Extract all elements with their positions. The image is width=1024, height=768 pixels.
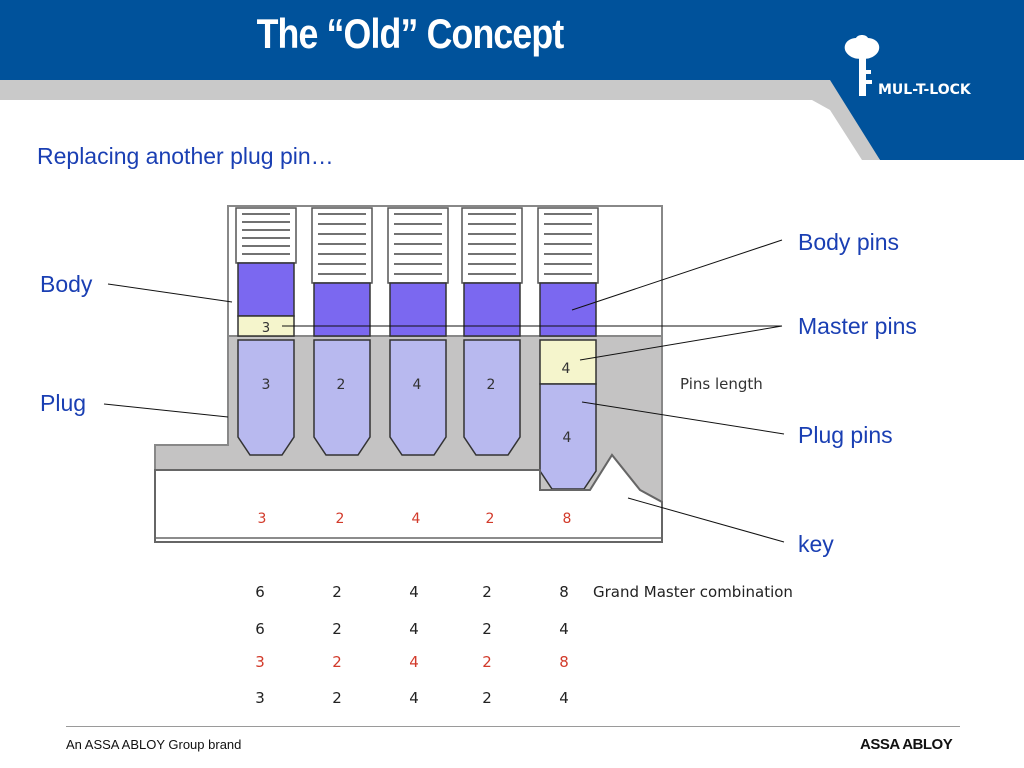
- master-pins-label: Master pins: [798, 313, 917, 339]
- subtitle: Replacing another plug pin…: [37, 143, 334, 169]
- combination-value: 8: [559, 653, 569, 671]
- combination-value: 4: [409, 583, 419, 601]
- body-label: Body: [40, 271, 93, 297]
- spring-chambers: [235, 207, 599, 284]
- body-pins-label: Body pins: [798, 229, 900, 255]
- combination-value: 6: [255, 583, 265, 601]
- master-pin-label: 3: [262, 321, 270, 336]
- combination-value: 2: [482, 653, 492, 671]
- page-title: The “Old” Concept: [256, 10, 565, 57]
- combination-value: 4: [559, 620, 569, 638]
- key-cut-label: 2: [486, 511, 495, 527]
- key-cut-label: 4: [412, 511, 421, 527]
- plug-pin-label: 2: [337, 377, 346, 393]
- master-pins: [237, 315, 597, 385]
- combination-row: 6 2 4 2 4: [255, 620, 569, 638]
- footer-logo-text: ASSA ABLOY: [860, 736, 953, 753]
- combination-value: 2: [482, 583, 492, 601]
- plug-pins: [237, 339, 597, 490]
- key-cut-label: 2: [336, 511, 345, 527]
- pins-length-label: Pins length: [680, 375, 763, 393]
- combination-row: 3 2 4 2 8: [255, 653, 569, 671]
- body-pins: [237, 262, 597, 337]
- combination-table: 6 2 4 2 8 Grand Master combination 6 2 4…: [255, 583, 793, 707]
- plug-pin-label: 2: [487, 377, 496, 393]
- combination-value: 8: [559, 583, 569, 601]
- combination-value: 2: [332, 620, 342, 638]
- key-cut-label: 8: [563, 511, 572, 527]
- combination-value: 2: [332, 653, 342, 671]
- plug-pins-label: Plug pins: [798, 422, 893, 448]
- combination-row: 3 2 4 2 4: [255, 689, 569, 707]
- combination-value: 4: [559, 689, 569, 707]
- leader-lines: [103, 239, 785, 543]
- key-cut-label: 3: [258, 511, 267, 527]
- plug-pin-label: 4: [563, 430, 572, 446]
- logo-area: MUL-T-LOCK: [812, 35, 1024, 160]
- combination-caption: Grand Master combination: [593, 583, 793, 601]
- combination-value: 2: [332, 689, 342, 707]
- combination-value: 2: [482, 620, 492, 638]
- master-pin-label: 4: [562, 361, 571, 377]
- combination-value: 3: [255, 653, 265, 671]
- footer-brand-text: An ASSA ABLOY Group brand: [66, 737, 242, 752]
- combination-value: 3: [255, 689, 265, 707]
- combination-value: 4: [409, 653, 419, 671]
- combination-value: 4: [409, 689, 419, 707]
- header-stripe: [0, 80, 830, 100]
- combination-value: 2: [332, 583, 342, 601]
- key-label: key: [798, 531, 834, 557]
- footer-divider: [66, 726, 960, 727]
- plug-pin-label: 3: [262, 377, 271, 393]
- combination-row: 6 2 4 2 8 Grand Master combination: [255, 583, 793, 601]
- plug-label: Plug: [40, 390, 87, 416]
- plug-pin-label: 4: [413, 377, 422, 393]
- combination-value: 6: [255, 620, 265, 638]
- combination-value: 2: [482, 689, 492, 707]
- combination-value: 4: [409, 620, 419, 638]
- key-logo-icon: [844, 35, 880, 96]
- springs: [242, 213, 592, 275]
- key-blade: [154, 453, 663, 543]
- logo-text: MUL-T-LOCK: [878, 82, 972, 98]
